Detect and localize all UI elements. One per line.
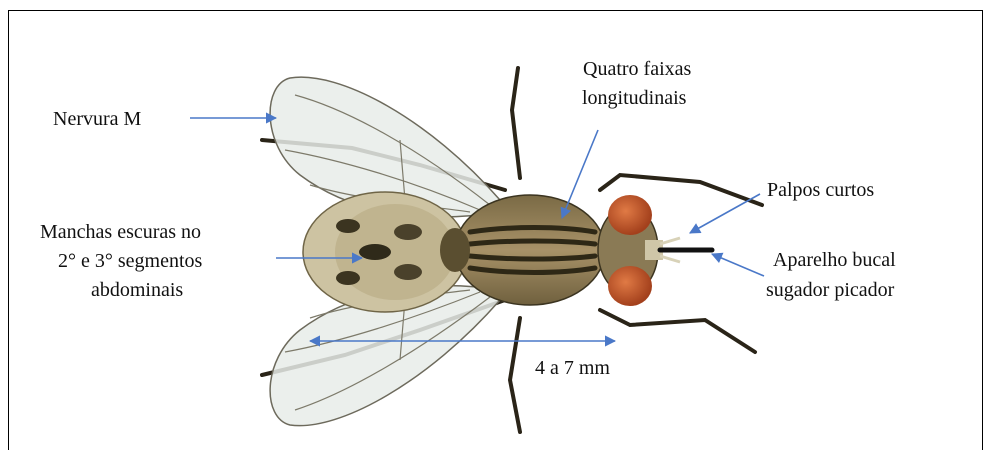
- head: [598, 195, 712, 306]
- label-manchas-line3: abdominais: [91, 279, 183, 301]
- arrow-aparelho: [712, 254, 764, 276]
- dark-spot: [336, 271, 360, 285]
- label-manchas-line1: Manchas escuras no: [40, 221, 201, 243]
- label-aparelho-line2: sugador picador: [766, 279, 895, 301]
- dark-spot: [394, 264, 422, 280]
- label-aparelho-line1: Aparelho bucal: [773, 249, 896, 271]
- dark-spot: [394, 224, 422, 240]
- label-nervura: Nervura M: [53, 108, 142, 130]
- label-palpos: Palpos curtos: [767, 179, 874, 201]
- eye: [608, 195, 652, 235]
- dark-spot: [336, 219, 360, 233]
- label-faixas-line2: longitudinais: [582, 87, 687, 109]
- dark-spot: [359, 244, 391, 260]
- arrow-palpos: [690, 194, 760, 233]
- label-medida: 4 a 7 mm: [535, 357, 610, 379]
- label-manchas-line2: 2° e 3° segmentos: [58, 250, 203, 272]
- eye: [608, 266, 652, 306]
- arrow-faixas: [562, 130, 598, 218]
- label-faixas-line1: Quatro faixas: [583, 58, 692, 80]
